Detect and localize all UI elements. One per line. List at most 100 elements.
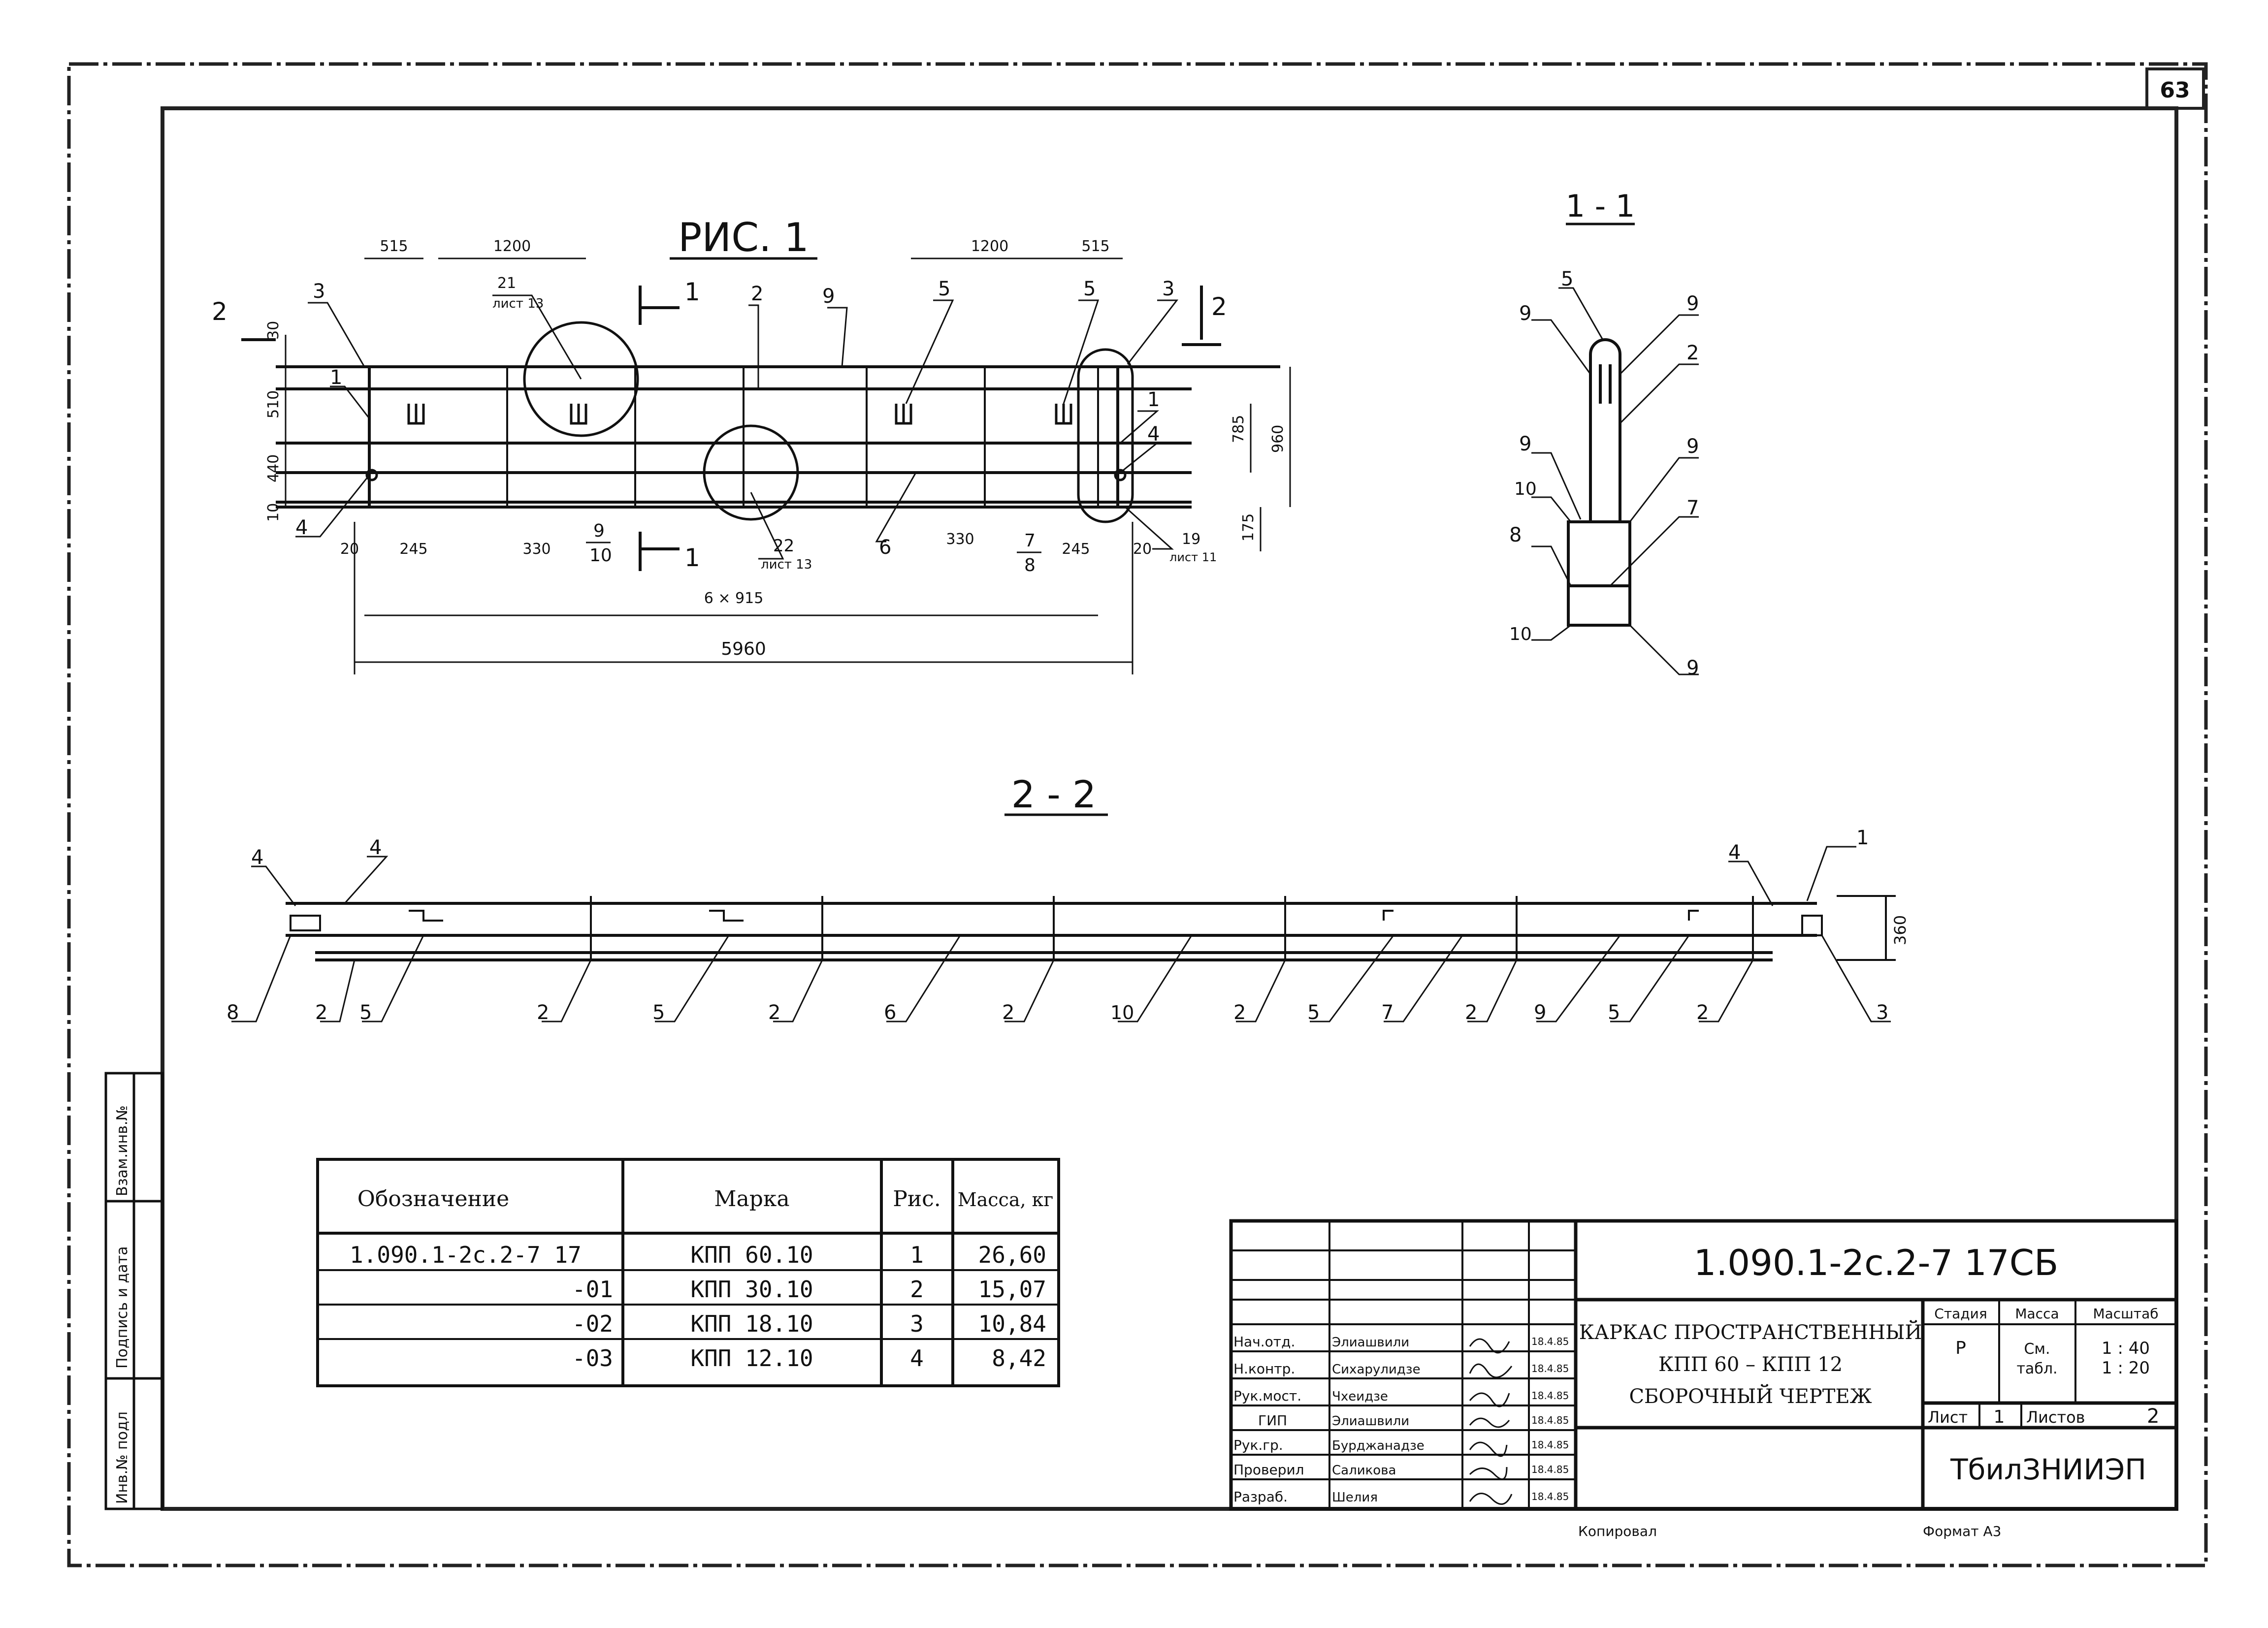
spec-r2-designation: -01: [572, 1276, 613, 1303]
title-scale-value-1: 1 : 40: [2102, 1339, 2150, 1358]
fig1-pos-1r: 1: [1147, 388, 1160, 411]
title-name-line1: КАРКАС ПРОСТРАНСТВЕННЫЙ: [1579, 1320, 1922, 1344]
title-scale-value-2: 1 : 20: [2102, 1358, 2150, 1378]
s22-bot-2f: 2: [1465, 1001, 1477, 1024]
section-mark-bottom: 1: [684, 543, 700, 572]
dim-left-1: 30: [265, 321, 282, 340]
title-code: 1.090.1-2с.2-7 17СБ: [1694, 1242, 2059, 1283]
role-2: Н.контр.: [1233, 1361, 1295, 1377]
s22-bot-5c: 5: [1307, 1001, 1320, 1024]
section-mark-right: 2: [1211, 292, 1227, 321]
fig1-pos-6: 6: [879, 536, 891, 559]
fraction-9-10-bottom: 10: [589, 545, 612, 566]
s22-bot-9: 9: [1534, 1001, 1546, 1024]
callout-oval-19: [1077, 348, 1134, 523]
title-stage-value: Р: [1955, 1338, 1966, 1358]
s22-bot-2b: 2: [537, 1001, 549, 1024]
s22-bot-2g: 2: [1696, 1001, 1709, 1024]
fig1-pos-4r: 4: [1147, 423, 1160, 446]
s22-bot-10: 10: [1110, 1002, 1134, 1023]
spec-r4-designation: -03: [572, 1345, 613, 1372]
spec-r3-fig: 3: [910, 1310, 924, 1337]
stamp-signature-date: Подпись и дата: [114, 1246, 131, 1369]
date-6: 18.4.85: [1531, 1464, 1569, 1475]
fig1-pos-1l: 1: [330, 366, 342, 389]
s22-top-4b: 4: [369, 836, 382, 859]
s11-pos-7: 7: [1686, 497, 1699, 519]
s22-top-1: 1: [1856, 827, 1869, 849]
name-2: Сихарулидзе: [1332, 1362, 1421, 1377]
stamp-replaced-inv: Взам.инв.№: [114, 1105, 131, 1196]
dim-right-3: 175: [1240, 513, 1257, 542]
title-sheet-value: 1: [1994, 1407, 2005, 1427]
title-name-line3: СБОРОЧНЫЙ ЧЕРТЕЖ: [1629, 1384, 1872, 1408]
fraction-7-8-top: 7: [1024, 531, 1036, 551]
section11-title: 1 - 1: [1566, 188, 1635, 224]
s11-pos-9c: 9: [1519, 433, 1531, 455]
name-5: Бурджанадзе: [1332, 1438, 1425, 1453]
s11-pos-10a: 10: [1514, 479, 1537, 499]
name-1: Элиашвили: [1332, 1335, 1409, 1350]
dim-bottom-3: 330: [522, 541, 551, 558]
dim-top-2: 1200: [493, 238, 531, 255]
callout21-label: 21: [497, 275, 516, 292]
fig1-hooks: [407, 404, 1072, 425]
dim-total: 5960: [721, 639, 766, 659]
fig1-pos-3r: 3: [1162, 278, 1174, 300]
role-7: Разраб.: [1233, 1489, 1288, 1505]
fig1-cross-bars: [506, 367, 1099, 507]
s22-bottom-leaders: [231, 935, 1891, 1022]
title-block: 1.090.1-2с.2-7 17СБ КАРКАС ПРОСТРАНСТВЕН…: [1229, 1219, 2178, 1511]
title-stage-header: Стадия: [1934, 1306, 1987, 1322]
callout22-ref: лист 13: [761, 557, 812, 572]
fig1-title: РИС. 1: [678, 215, 809, 260]
callout19-ref: лист 11: [1169, 550, 1217, 564]
date-1: 18.4.85: [1531, 1336, 1569, 1347]
name-6: Саликова: [1332, 1463, 1396, 1478]
s22-bot-6: 6: [884, 1001, 896, 1024]
spec-r2-mark: КПП 30.10: [690, 1276, 813, 1303]
spec-r2-fig: 2: [910, 1276, 924, 1303]
spec-r2-mass: 15,07: [978, 1276, 1046, 1303]
s11-pos-8: 8: [1509, 524, 1522, 546]
title-name-line2: КПП 60 – КПП 12: [1658, 1353, 1843, 1376]
s22-bot-2c: 2: [768, 1001, 780, 1024]
title-scale-header: Масштаб: [2093, 1306, 2158, 1322]
footer-format: Формат А3: [1923, 1523, 2001, 1539]
title-mass-value-2: табл.: [2016, 1360, 2057, 1377]
date-7: 18.4.85: [1531, 1491, 1569, 1502]
spec-header-mark: Марка: [714, 1186, 789, 1212]
s22-top-4c: 4: [1728, 841, 1741, 864]
s22-bot-2d: 2: [1002, 1001, 1014, 1024]
fig1-pos-5a: 5: [938, 278, 950, 300]
dim-chain: 6 × 915: [704, 590, 764, 607]
s22-bot-5a: 5: [359, 1001, 372, 1024]
s22-top-4a: 4: [251, 846, 263, 869]
spec-r4-mass: 8,42: [992, 1345, 1046, 1372]
date-4: 18.4.85: [1531, 1414, 1569, 1426]
title-sheets-value: 2: [2147, 1405, 2159, 1428]
s22-bot-7: 7: [1381, 1001, 1393, 1024]
s22-bot-2e: 2: [1233, 1001, 1246, 1024]
stamp-original-inv: Инв.№ подл: [114, 1411, 131, 1504]
callout19-label: 19: [1182, 531, 1200, 548]
title-sheets-label: Листов: [2026, 1408, 2085, 1427]
dim-left-2: 510: [265, 390, 282, 418]
title-mass-value-1: См.: [2024, 1341, 2050, 1358]
footer-copied: Копировал: [1578, 1523, 1657, 1539]
dim-bottom-4: 330: [946, 531, 974, 548]
callout21-ref: лист 13: [492, 296, 544, 311]
callout-circle-22: [703, 424, 799, 521]
dim-top-3: 1200: [971, 238, 1008, 255]
spec-r4-mark: КПП 12.10: [690, 1345, 813, 1372]
s11-pos-5: 5: [1561, 268, 1573, 290]
date-5: 18.4.85: [1531, 1439, 1569, 1451]
s11-pos-9d: 9: [1686, 435, 1699, 458]
s22-height-dim: 360: [1891, 915, 1910, 945]
callout22-label: 22: [773, 536, 794, 556]
section22-title: 2 - 2: [1011, 772, 1096, 816]
dim-bottom-2: 245: [399, 541, 427, 558]
role-4: ГИП: [1258, 1412, 1287, 1429]
fig1-pos-5b: 5: [1083, 278, 1096, 300]
